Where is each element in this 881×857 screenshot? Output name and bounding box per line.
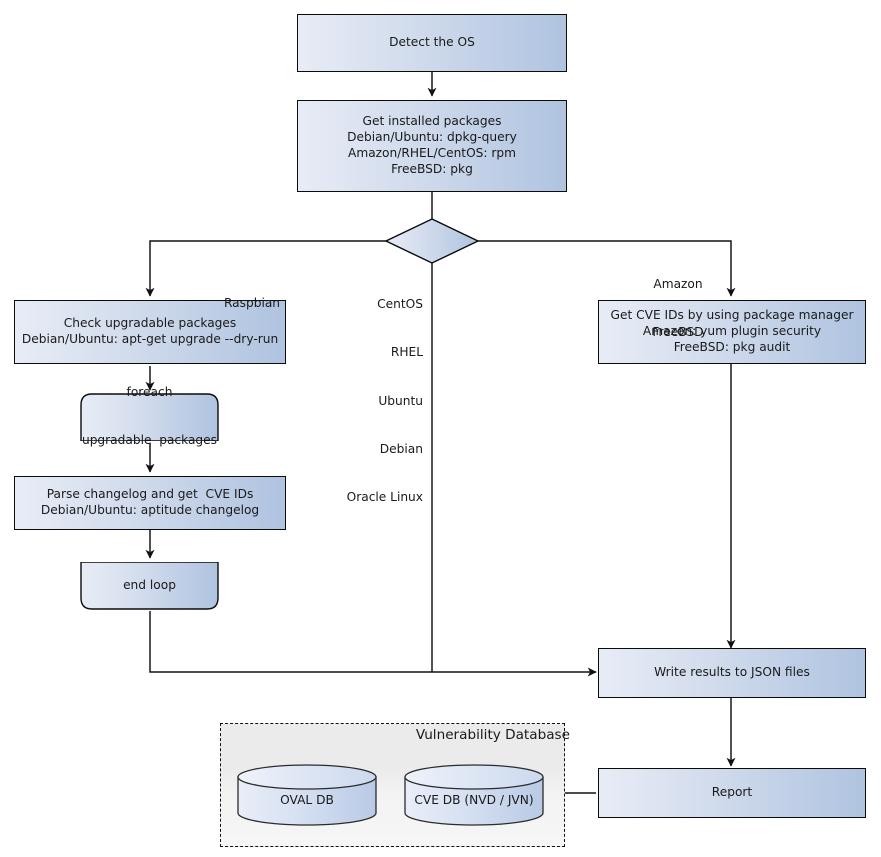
- node-check-upgradable-line-1: Debian/Ubuntu: apt-get upgrade --dry-run: [21, 332, 279, 346]
- edge-label-raspbian: Raspbian: [152, 263, 352, 343]
- node-report[interactable]: Report: [598, 768, 866, 818]
- cylinder-oval-db-label: OVAL DB: [280, 793, 334, 807]
- edge-label-amazon-freebsd: Amazon FreeBSD: [628, 244, 728, 373]
- cylinder-cve-db-top: [404, 764, 544, 790]
- node-foreach-loop-shape: [80, 393, 219, 442]
- edge-label-center-os-list-line-1: RHEL: [390, 345, 423, 360]
- node-get-installed-packages-line-0: Get installed packages: [362, 114, 502, 129]
- edge-decision-left-raspbian: [145, 240, 394, 297]
- node-get-cve-ids-line-2: FreeBSD: pkg audit: [673, 339, 791, 354]
- cylinder-oval-db-top: [237, 764, 377, 790]
- vulnerability-database-title: Vulnerability Database: [415, 727, 570, 743]
- node-parse-changelog-line-0: Parse changelog and get CVE IDs: [46, 487, 254, 502]
- node-write-results-line-0: Write results to JSON files: [654, 665, 810, 680]
- cylinder-oval-db-body: [237, 776, 377, 826]
- edge-label-raspbian-line-0: Raspbian: [223, 296, 281, 311]
- cylinder-cve-db-body: [404, 776, 544, 826]
- edge-label-center-os-list-line-3: Debian: [379, 442, 423, 457]
- node-get-cve-ids[interactable]: Get CVE IDs by using package manager Ama…: [598, 300, 866, 364]
- node-get-cve-ids-line-1: Amazon: yum plugin security: [642, 324, 822, 339]
- cylinder-cve-db[interactable]: CVE DB (NVD / JVN): [403, 764, 545, 826]
- node-get-installed-packages-line-3: FreeBSD: pkg: [391, 161, 473, 176]
- edge-label-amazon-freebsd-line-0: Amazon: [653, 277, 703, 292]
- node-foreach-loop[interactable]: foreach upgradable packages: [80, 385, 219, 447]
- edge-endloop-to-write: [149, 611, 597, 677]
- node-get-installed-packages[interactable]: Get installed packages Debian/Ubuntu: dp…: [297, 100, 567, 192]
- node-report-line-0: Report: [711, 785, 753, 800]
- edge-label-center-os-list-line-0: CentOS: [377, 297, 423, 312]
- node-check-upgradable[interactable]: Check upgradable packages Debian/Ubuntu:…: [14, 300, 286, 364]
- node-end-loop[interactable]: end loop: [80, 561, 219, 610]
- node-parse-changelog[interactable]: Parse changelog and get CVE IDs Debian/U…: [14, 476, 286, 530]
- edge-label-center-os-list-line-4: Oracle Linux: [346, 490, 423, 505]
- cylinder-cve-db-label: CVE DB (NVD / JVN): [414, 793, 534, 807]
- node-end-loop-shape: [80, 561, 219, 610]
- cylinder-oval-db[interactable]: OVAL DB: [236, 764, 378, 826]
- node-parse-changelog-line-1: Debian/Ubuntu: aptitude changelog: [40, 503, 260, 517]
- node-detect-os-line-0: Detect the OS: [389, 35, 475, 50]
- node-get-cve-ids-line-0: Get CVE IDs by using package manager: [610, 308, 854, 323]
- node-get-installed-packages-line-1: Debian/Ubuntu: dpkg-query: [347, 130, 517, 145]
- edge-label-center-os-list-line-2: Ubuntu: [378, 393, 423, 408]
- edge-decision-right-amazon: [478, 240, 736, 297]
- edge-label-center-os-list: CentOS RHEL Ubuntu Debian Oracle Linux: [260, 264, 423, 538]
- edge-label-amazon-freebsd-line-1: FreeBSD: [652, 325, 704, 340]
- node-get-installed-packages-line-2: Amazon/RHEL/CentOS: rpm: [347, 146, 517, 160]
- node-write-results[interactable]: Write results to JSON files: [598, 648, 866, 698]
- node-os-decision[interactable]: [384, 218, 480, 264]
- node-check-upgradable-line-0: Check upgradable packages: [63, 316, 237, 331]
- node-detect-os[interactable]: Detect the OS: [297, 14, 567, 72]
